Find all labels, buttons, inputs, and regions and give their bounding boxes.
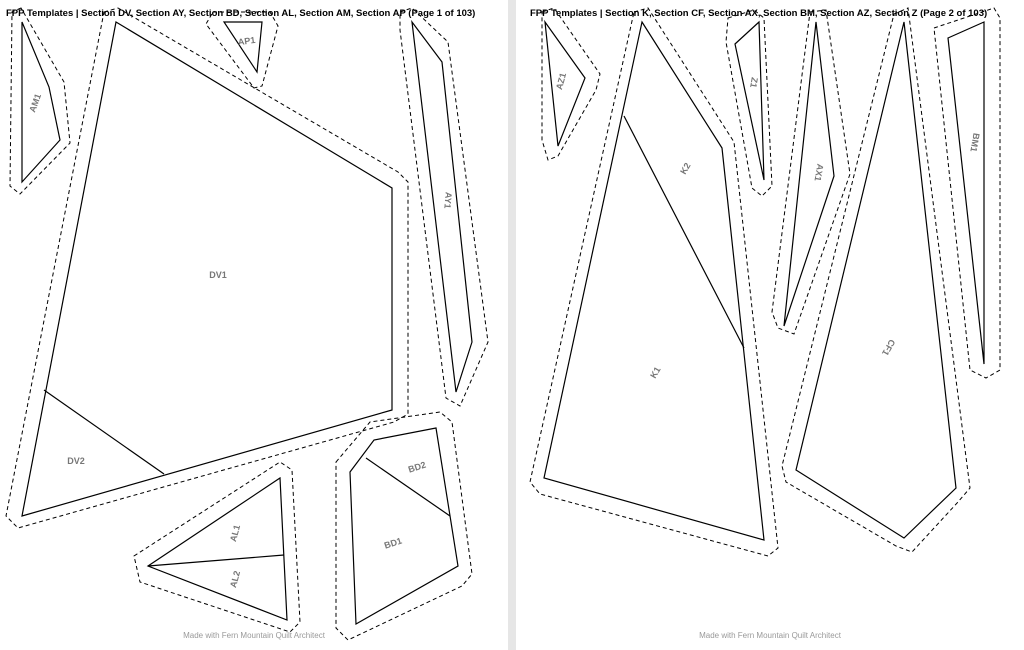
piece-label-ay1: AY1: [442, 192, 453, 209]
template-bd: BD2 BD1: [335, 411, 473, 641]
template-ap: AP1: [205, 11, 279, 89]
template-az: AZ1: [541, 7, 601, 161]
template-bm: BM1: [933, 7, 1001, 379]
piece-label-az1: AZ1: [554, 72, 568, 91]
template-z: Z1: [725, 9, 773, 197]
template-sheet-1: AM1 AP1 DV1 DV2 AY1: [5, 7, 489, 641]
template-ay: AY1: [399, 7, 489, 407]
page-footer: Made with Fern Mountain Quilt Architect: [183, 631, 325, 640]
document-page-1: FPP Templates | Section DV, Section AY, …: [0, 0, 508, 650]
piece-label-bm1: BM1: [968, 132, 981, 152]
page-title: FPP Templates | Section K, Section CF, S…: [530, 8, 988, 19]
template-ax: AX1: [771, 9, 851, 335]
template-dv: DV1 DV2: [5, 7, 409, 529]
piece-label-al2: AL2: [228, 570, 242, 589]
piece-label-dv2: DV2: [67, 456, 85, 466]
template-am: AM1: [9, 7, 71, 195]
piece-label-dv1: DV1: [209, 270, 227, 280]
template-sheet-2: AZ1 Z1 K2 K1 AX1: [529, 7, 1001, 557]
document-page-2: FPP Templates | Section K, Section CF, S…: [516, 0, 1024, 650]
piece-label-al1: AL1: [228, 524, 242, 543]
template-al: AL1 AL2: [133, 461, 301, 633]
piece-label-k1: K1: [648, 365, 662, 380]
page-footer: Made with Fern Mountain Quilt Architect: [699, 631, 841, 640]
piece-label-k2: K2: [678, 161, 692, 176]
template-k: K2 K1: [529, 7, 779, 557]
piece-label-ap1: AP1: [237, 35, 256, 47]
template-cf: CF1: [781, 7, 971, 553]
piece-label-z1: Z1: [748, 76, 760, 88]
piece-label-ax1: AX1: [813, 163, 826, 182]
page-title: FPP Templates | Section DV, Section AY, …: [6, 8, 476, 19]
